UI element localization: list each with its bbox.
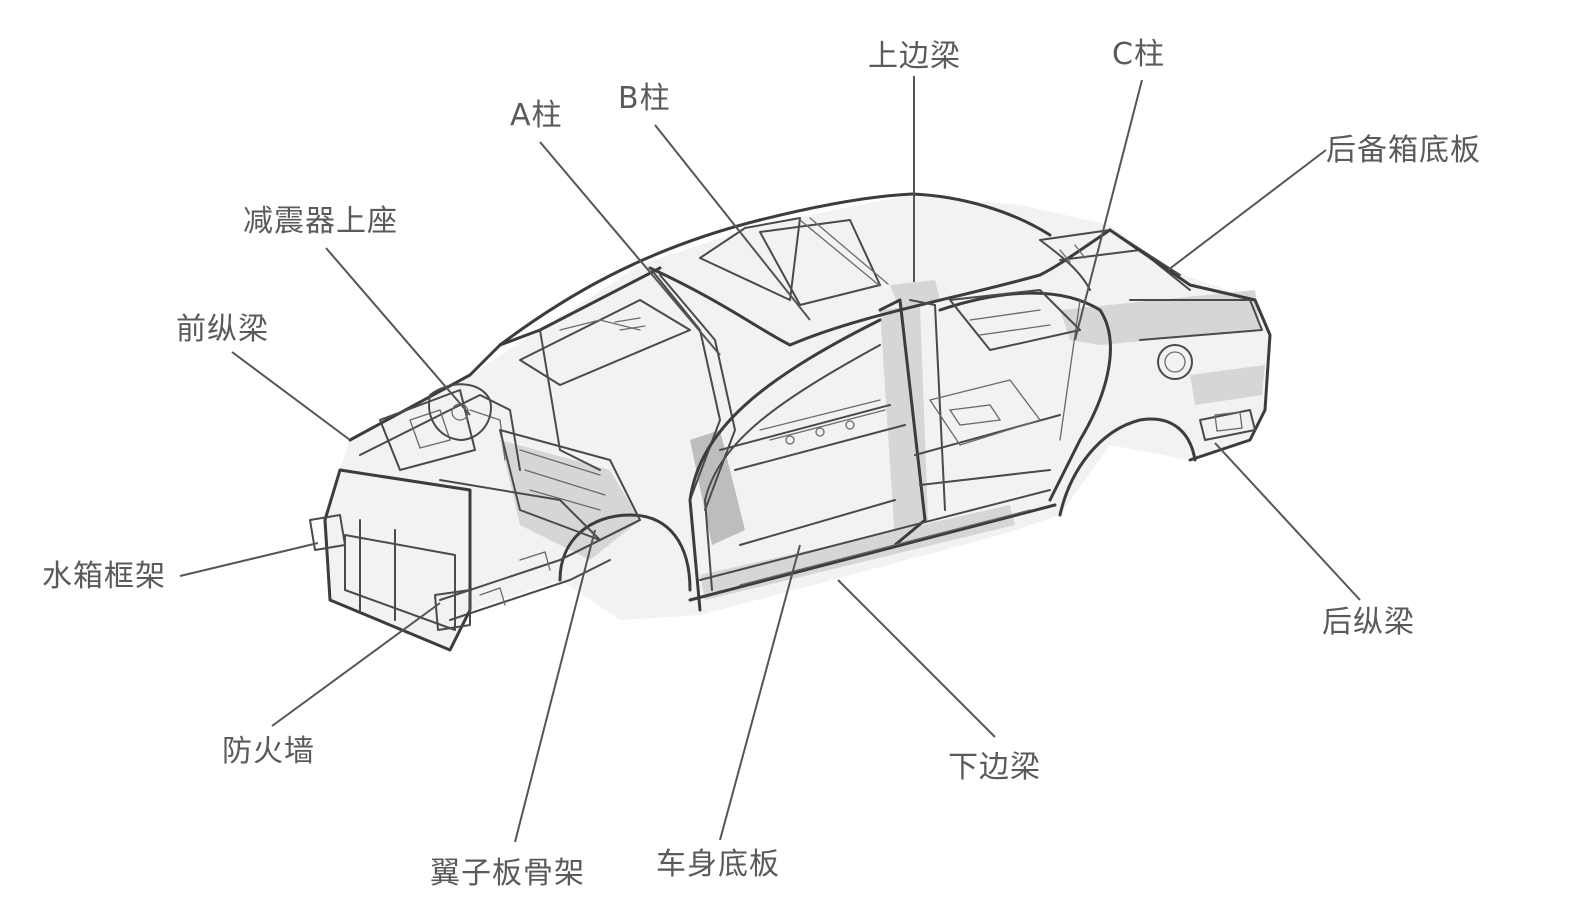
label-roof-side-rail: 上边梁 — [868, 39, 961, 74]
leader-radiator-frame — [179, 542, 319, 577]
leader-trunk-floor — [1167, 149, 1327, 271]
leader-b-pillar — [654, 124, 811, 321]
label-rear-rail: 后纵梁 — [1322, 605, 1415, 640]
leader-front-rail — [231, 351, 351, 441]
leader-fender-frame — [514, 529, 596, 843]
label-firewall: 防火墙 — [222, 734, 315, 769]
leader-rocker — [837, 579, 996, 738]
label-front-rail: 前纵梁 — [176, 312, 269, 347]
label-strut-tower: 减震器上座 — [243, 204, 398, 239]
leader-lines — [179, 76, 1361, 843]
car-body-illustration — [309, 192, 1272, 652]
label-b-pillar: B柱 — [618, 81, 671, 116]
label-c-pillar: C柱 — [1112, 37, 1165, 72]
leader-rear-rail — [1214, 442, 1361, 601]
leader-a-pillar — [539, 141, 721, 356]
label-radiator-frame: 水箱框架 — [42, 559, 166, 594]
label-a-pillar: A柱 — [510, 98, 563, 133]
label-trunk-floor: 后备箱底板 — [1326, 133, 1481, 168]
label-body-floor: 车身底板 — [656, 847, 780, 882]
leader-c-pillar — [1074, 79, 1143, 341]
label-fender-frame: 翼子板骨架 — [430, 856, 585, 891]
leader-firewall — [271, 602, 441, 727]
label-rocker: 下边梁 — [948, 750, 1041, 785]
leader-strut-tower — [325, 247, 471, 416]
leader-body-floor — [719, 544, 801, 841]
